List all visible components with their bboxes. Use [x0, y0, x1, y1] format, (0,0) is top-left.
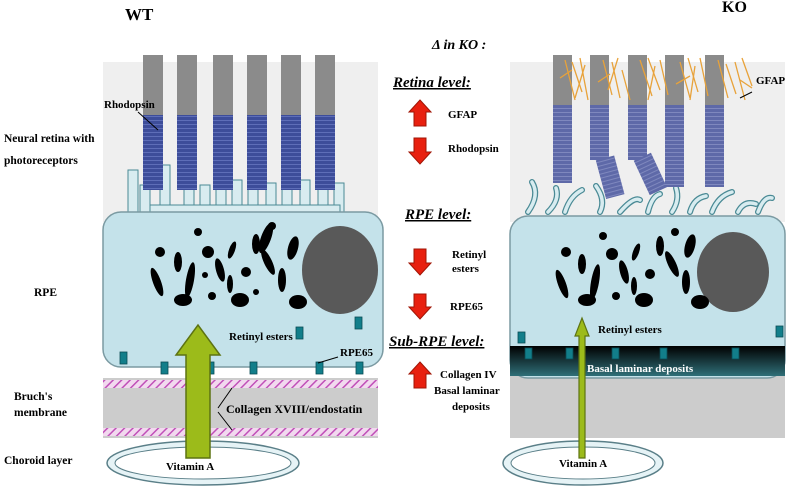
- middle-collagen-iv-label: Collagen IV: [440, 369, 497, 381]
- delta-header: Δ in KO :: [431, 38, 486, 53]
- ko-photoreceptor-outer: [628, 105, 647, 160]
- middle-retinyl-label-line2: esters: [452, 263, 480, 275]
- retinyl-esters-down-arrow: [407, 248, 433, 276]
- ko-gfap-pointer: [739, 91, 753, 99]
- choroid-label: Choroid layer: [4, 455, 72, 467]
- ko-photoreceptor-processes-fill: [526, 180, 774, 214]
- wt-bruchs-hatch-bottom: [103, 428, 378, 436]
- wt-photoreceptor-outer: [177, 115, 197, 190]
- rpe-label: RPE: [34, 287, 57, 299]
- ko-photoreceptor-outer: [590, 105, 609, 160]
- rhodopsin-down-arrow: [407, 137, 433, 165]
- collagen-iv-up-arrow: [407, 361, 433, 389]
- wt-photoreceptors: [143, 55, 335, 190]
- middle-basal-label-line2: deposits: [452, 401, 491, 413]
- ko-photoreceptor-inner: [590, 55, 609, 105]
- wt-collagen-pointer-bottom: [217, 411, 233, 431]
- ko-rpe-nucleus: [697, 232, 769, 312]
- neural-retina-label-line1: Neural retina with: [4, 133, 95, 145]
- middle-retinyl-label-line1: Retinyl: [452, 249, 486, 261]
- ko-photoreceptor-outer: [705, 105, 724, 187]
- ko-vitamin-a-arrow: [574, 316, 590, 459]
- wt-vitamin-a-arrow: [174, 323, 222, 459]
- rpe65-down-arrow: [407, 293, 433, 320]
- wt-retinyl-esters-label: Retinyl esters: [229, 331, 294, 343]
- ko-basal-deposits-label: Basal laminar deposits: [587, 363, 694, 375]
- wt-rpe-nucleus: [302, 226, 378, 314]
- wt-photoreceptor-inner: [177, 55, 197, 115]
- wt-photoreceptor-outer: [315, 115, 335, 190]
- wt-photoreceptor-outer: [213, 115, 233, 190]
- wt-photoreceptor-inner: [315, 55, 335, 115]
- wt-photoreceptor-outer: [247, 115, 267, 190]
- wt-rpe65-markers: [119, 316, 364, 375]
- sub-rpe-level-heading: Sub-RPE level:: [389, 334, 484, 350]
- wt-photoreceptor-outer: [143, 115, 163, 190]
- wt-rpe65-pointer: [317, 356, 339, 364]
- ko-header: KO: [722, 0, 747, 16]
- gfap-up-arrow: [407, 99, 433, 127]
- bruchs-label-line1: Bruch's: [14, 391, 53, 403]
- ko-rpe65-markers: [517, 325, 784, 360]
- wt-photoreceptor-outer: [281, 115, 301, 190]
- wt-bruchs-hatch-top: [103, 380, 378, 388]
- middle-gfap-label: GFAP: [448, 109, 477, 121]
- ko-retina-background: [510, 62, 785, 222]
- wt-photoreceptor-inner: [143, 55, 163, 115]
- ko-photoreceptor-bent: [633, 152, 667, 196]
- ko-photoreceptor-bent: [595, 155, 625, 200]
- neural-retina-label-line2: photoreceptors: [4, 155, 78, 167]
- ko-photoreceptor-outer: [665, 105, 684, 187]
- ko-photoreceptor-outer: [553, 105, 572, 183]
- middle-rhodopsin-label: Rhodopsin: [448, 143, 499, 155]
- rpe-level-heading: RPE level:: [404, 207, 471, 223]
- wt-collagen-pointer-top: [217, 387, 233, 409]
- wt-rpe65-label: RPE65: [340, 347, 374, 359]
- text-layer: WT KO Δ in KO : Neural retina with photo…: [4, 0, 785, 473]
- ko-photoreceptor-inner: [553, 55, 572, 105]
- wt-photoreceptor-inner: [247, 55, 267, 115]
- ko-vitamin-a-label: Vitamin A: [559, 458, 607, 470]
- ko-photoreceptor-inner: [628, 55, 647, 105]
- bruchs-label-line2: membrane: [14, 407, 67, 419]
- retina-level-heading: Retina level:: [392, 75, 471, 91]
- wt-panel: [102, 55, 384, 486]
- ko-photoreceptor-inner: [705, 55, 724, 105]
- wt-photoreceptor-inner: [281, 55, 301, 115]
- wt-rhodopsin-label: Rhodopsin: [104, 99, 155, 111]
- ko-basal-deposits-background: [510, 376, 785, 438]
- wt-photoreceptor-inner: [213, 55, 233, 115]
- middle-change-arrows: [407, 99, 433, 389]
- ko-photoreceptors: [553, 55, 724, 200]
- ko-gfap-label: GFAP: [756, 75, 785, 87]
- ko-panel: [502, 55, 786, 486]
- wt-rhodopsin-pointer: [137, 111, 159, 131]
- ko-photoreceptor-inner: [665, 55, 684, 105]
- wt-vitamin-a-label: Vitamin A: [166, 461, 214, 473]
- ko-gfap-fibers: [559, 57, 753, 101]
- ko-retinyl-esters-label: Retinyl esters: [598, 324, 663, 336]
- wt-collagen-label: Collagen XVIII/endostatin: [226, 402, 363, 416]
- middle-basal-label-line1: Basal laminar: [434, 385, 500, 397]
- wt-retinyl-ester-granules: [150, 222, 307, 309]
- wt-header: WT: [125, 5, 154, 24]
- ko-retinyl-ester-granules: [555, 228, 709, 309]
- middle-rpe65-label: RPE65: [450, 301, 484, 313]
